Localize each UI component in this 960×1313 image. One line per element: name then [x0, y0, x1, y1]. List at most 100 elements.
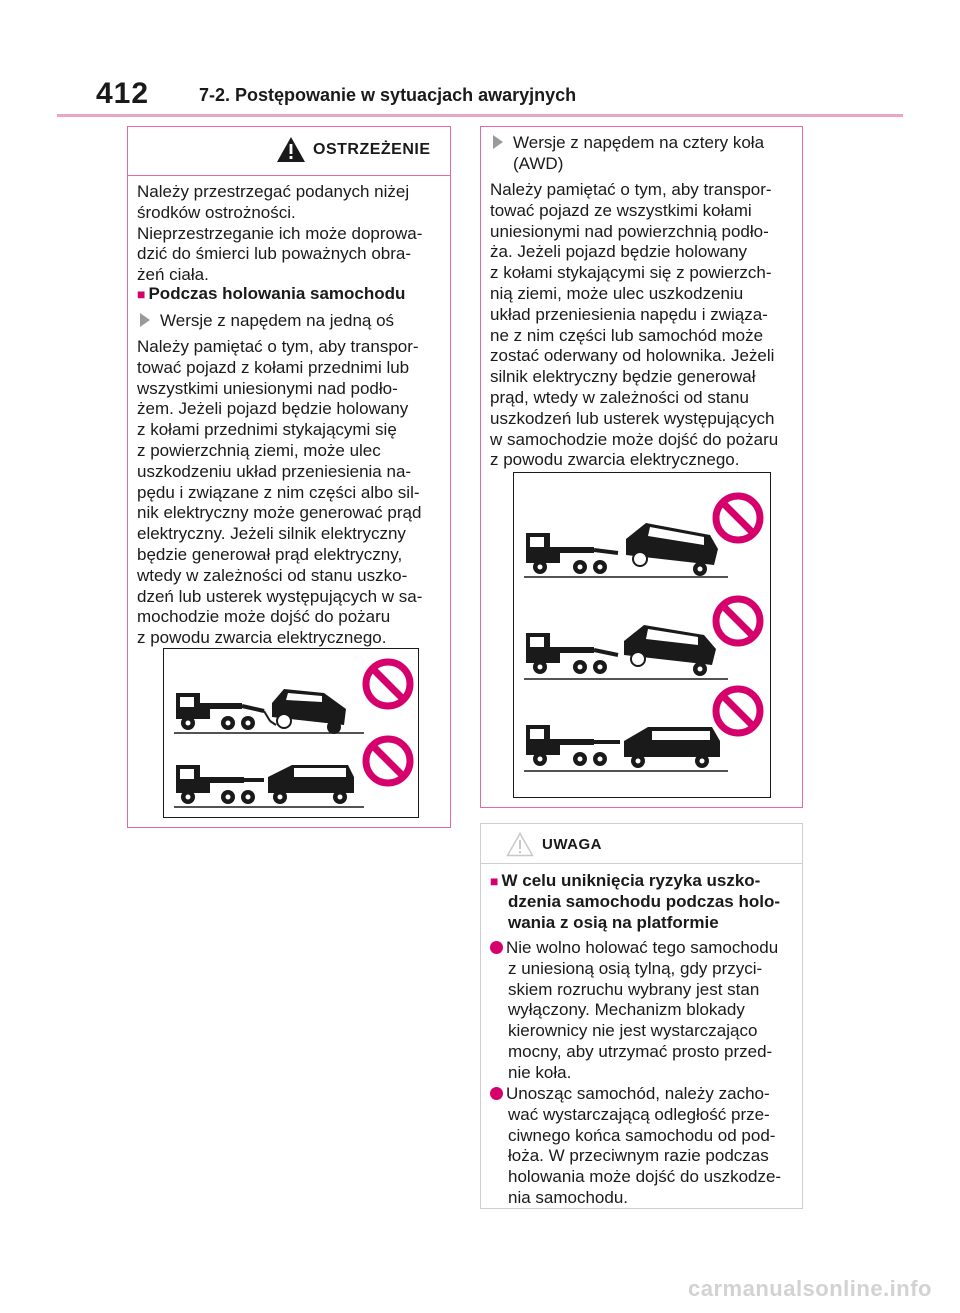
subheading-text: dzenia samochodu podczas holo-	[508, 891, 781, 911]
warning-box-right: Wersje z napędem na cztery koła (AWD) Na…	[480, 126, 803, 808]
text-line: ne z nim części lub samochód może	[490, 325, 764, 345]
header-rule	[57, 114, 903, 117]
page-number: 412	[96, 77, 150, 110]
text-line: mochodzie może dojść do pożaru	[137, 607, 391, 627]
variant-2wd-text: Należy pamiętać o tym, aby transpor- tow…	[128, 337, 450, 649]
prohibition-icon	[712, 492, 764, 544]
text-line: elektryczny. Jeżeli silnik elektryczny	[137, 524, 406, 544]
text-line: prąd, wtedy w zależności od stanu	[490, 387, 749, 407]
towing-awd-illustration	[513, 472, 771, 798]
text-line: ciwnego końca samochodu od pod-	[508, 1125, 776, 1145]
car-icon	[624, 727, 720, 768]
text-line: Należy przestrzegać podanych niżej	[137, 182, 410, 201]
text-line: z powierzchnią ziemi, może ulec	[137, 440, 381, 460]
prohibition-icon	[362, 735, 414, 787]
text-line: Nieprzestrzeganie ich może doprowa-	[137, 223, 423, 243]
warning-box-left: OSTRZEŻENIE Należy przestrzegać podanych…	[127, 126, 451, 828]
car-front-lifted-icon	[626, 523, 718, 576]
text-line: Nie wolno holować tego samochodu	[506, 938, 779, 957]
warning-intro: Należy przestrzegać podanych niżej środk…	[128, 175, 450, 286]
note-subheading: ■W celu uniknięcia ryzyka uszko- dzenia …	[481, 871, 802, 933]
circle-bullet-icon	[490, 941, 503, 954]
text-line: nia samochodu.	[508, 1187, 629, 1207]
triangle-bullet-icon	[140, 313, 150, 327]
text-line: wtedy w zależności od stanu uszko-	[137, 565, 408, 585]
text-line: będzie generował prąd elektryczny,	[137, 544, 403, 564]
text-line: łoża. W przeciwnym razie podczas	[508, 1146, 769, 1166]
warning-header: OSTRZEŻENIE	[128, 127, 450, 176]
subheading-text: wania z osią na platformie	[508, 912, 719, 932]
text-line: holowania może dojść do uszkodze-	[508, 1167, 782, 1187]
circle-bullet-icon	[490, 1087, 503, 1100]
warning-title: OSTRZEŻENIE	[313, 141, 431, 158]
text-line: układ przeniesienia napędu i związa-	[490, 304, 768, 324]
text-line: żeń ciała.	[137, 265, 209, 285]
text-line: uniesionymi nad powierzchnią podło-	[490, 221, 769, 241]
text-line: uszkodzeniu układ przeniesienia na-	[137, 461, 412, 481]
text-line: tować pojazd ze wszystkimi kołami	[490, 200, 752, 220]
car-lifted-icon	[263, 689, 346, 734]
text-line: silnik elektryczny będzie generował	[490, 367, 756, 387]
text-line: wyłączony. Mechanizm blokady	[508, 1000, 745, 1020]
text-line: Unosząc samochód, należy zacho-	[506, 1084, 770, 1103]
text-line: z powodu zwarcia elektrycznego.	[137, 628, 387, 648]
tow-truck-icon	[176, 765, 264, 804]
tow-truck-icon	[176, 693, 265, 730]
prohibition-icon	[712, 595, 764, 647]
note-header: UWAGA	[481, 824, 802, 864]
prohibition-icon	[362, 658, 414, 710]
caution-triangle-icon	[506, 832, 534, 857]
text-line: Należy pamiętać o tym, aby transpor-	[490, 180, 772, 199]
watermark: carmanualsonline.info	[688, 1276, 932, 1301]
tow-truck-icon	[526, 533, 619, 574]
variant-awd-heading: Wersje z napędem na cztery koła (AWD)	[481, 133, 802, 175]
text-line: wszystkimi uniesionymi nad podło-	[137, 378, 398, 398]
text-line: z kołami stykającymi się z powierzch-	[490, 263, 772, 283]
prohibition-icon	[712, 685, 764, 737]
variant-awd-label: Wersje z napędem na cztery koła	[513, 133, 765, 152]
square-bullet-icon: ■	[490, 873, 499, 889]
text-line: kierownicy nie jest wystarczająco	[508, 1021, 758, 1041]
text-line: z uniesioną osią tylną, gdy przyci-	[508, 958, 763, 978]
car-rear-lifted-icon	[624, 625, 716, 676]
text-line: wać wystarczającą odległość prze-	[508, 1104, 770, 1124]
variant-awd-label: (AWD)	[513, 153, 564, 173]
car-icon	[268, 765, 354, 804]
variant-2wd-label: Wersje z napędem na jedną oś	[160, 311, 395, 330]
note-title: UWAGA	[542, 836, 602, 853]
triangle-bullet-icon	[493, 135, 503, 149]
page-header: 412 7-2. Postępowanie w sytuacjach awary…	[0, 0, 960, 118]
text-line: mocny, aby utrzymać prosto przed-	[508, 1041, 773, 1061]
towing-subheading: ■Podczas holowania samochodu	[128, 284, 450, 305]
note-bullet-1: Nie wolno holować tego samochodu z unies…	[481, 938, 802, 1084]
text-line: z kołami przednimi stykającymi się	[137, 420, 397, 440]
text-line: nik elektryczny może generować prąd	[137, 503, 422, 523]
note-box: UWAGA ■W celu uniknięcia ryzyka uszko- d…	[480, 823, 803, 1209]
text-line: dzeń lub usterek występujących w sa-	[137, 586, 423, 606]
text-line: Należy pamiętać o tym, aby transpor-	[137, 337, 419, 356]
text-line: skiem rozruchu wybrany jest stan	[508, 979, 760, 999]
warning-triangle-icon	[277, 137, 305, 162]
text-line: pędu i związane z nim części albo sil-	[137, 482, 420, 502]
text-line: dzić do śmierci lub poważnych obra-	[137, 244, 412, 264]
note-bullet-2: Unosząc samochód, należy zacho- wać wyst…	[481, 1084, 802, 1209]
subheading-text: W celu uniknięcia ryzyka uszko-	[501, 871, 761, 890]
text-line: zostać oderwany od holownika. Jeżeli	[490, 346, 775, 366]
text-line: środków ostrożności.	[137, 202, 296, 222]
tow-truck-icon	[526, 633, 619, 674]
text-line: ża. Jeżeli pojazd będzie holowany	[490, 242, 748, 262]
text-line: w samochodzie może dojść do pożaru	[490, 429, 779, 449]
tow-truck-icon	[526, 725, 620, 766]
text-line: żem. Jeżeli pojazd będzie holowany	[137, 399, 409, 419]
variant-2wd-heading: Wersje z napędem na jedną oś	[128, 311, 450, 332]
subheading-text: Podczas holowania samochodu	[148, 284, 406, 303]
text-line: z powodu zwarcia elektrycznego.	[490, 450, 740, 470]
text-line: tować pojazd z kołami przednimi lub	[137, 357, 410, 377]
towing-2wd-illustration	[163, 648, 419, 818]
text-line: uszkodzeń lub usterek występujących	[490, 408, 775, 428]
text-line: nie koła.	[508, 1062, 572, 1082]
square-bullet-icon: ■	[137, 286, 146, 302]
variant-awd-text: Należy pamiętać o tym, aby transpor- tow…	[481, 180, 802, 471]
text-line: nią ziemi, może ulec uszkodzeniu	[490, 283, 744, 303]
section-title: 7-2. Postępowanie w sytuacjach awaryjnyc…	[199, 85, 577, 105]
